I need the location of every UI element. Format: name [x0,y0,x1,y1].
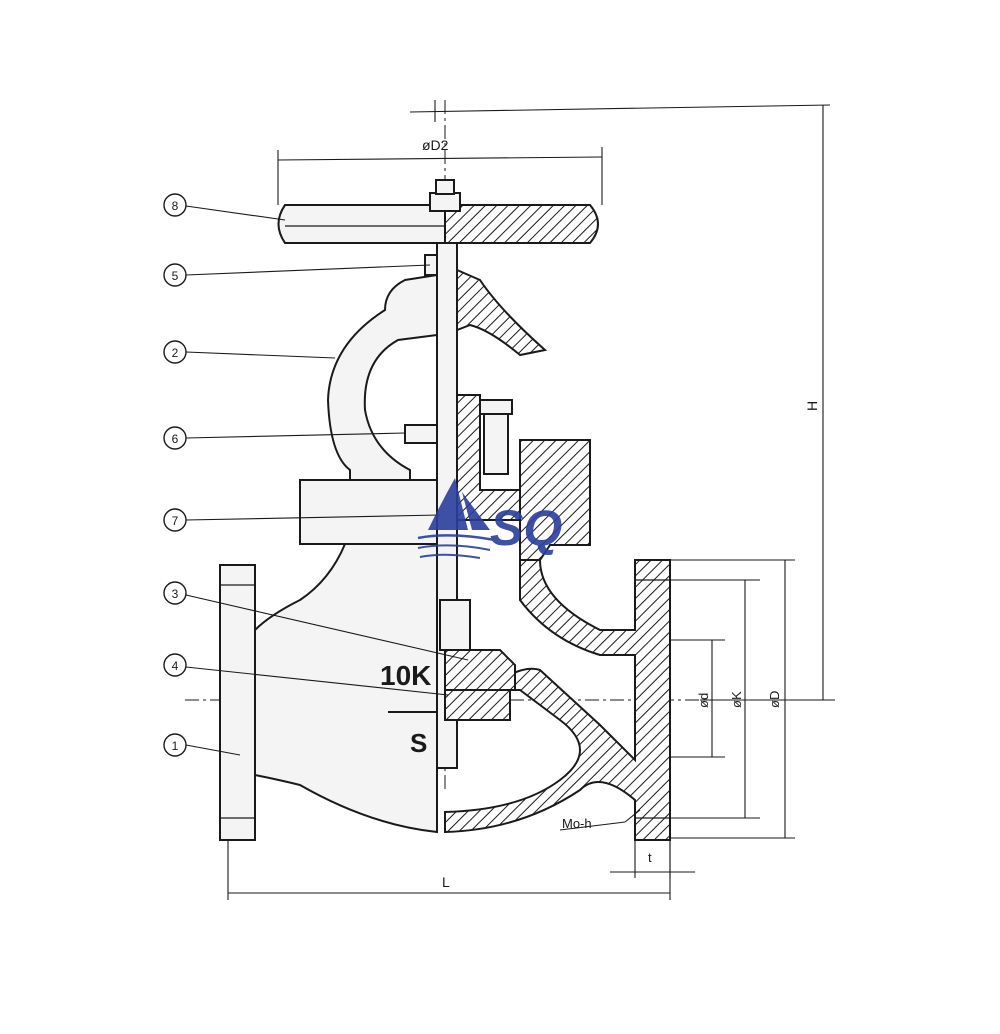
svg-text:4: 4 [172,659,179,673]
sq-watermark-logo: SQ [417,478,562,559]
dim-flange: ød øK øD [670,559,795,839]
dim-label-bolts: Mo-h [562,816,592,831]
svg-text:2: 2 [172,346,179,360]
dim-height: H [409,100,835,701]
callout-4: 4 [163,653,449,696]
sq-watermark-text: SQ [490,500,562,556]
sailboat-icon [428,478,468,530]
dim-label-k: øK [729,691,744,708]
dim-label-h: H [804,401,820,411]
svg-text:8: 8 [172,199,179,213]
dim-label-t: t [648,850,652,865]
body-marking: 10K S [380,660,431,758]
bonnet-yoke [326,268,548,483]
bonnet-flange [299,394,591,561]
svg-text:3: 3 [172,587,179,601]
disc-and-seat [388,599,516,721]
svg-text:1: 1 [172,739,179,753]
rating-mark: 10K [380,660,431,691]
callout-1: 1 [163,733,241,757]
svg-text:6: 6 [172,432,179,446]
callout-2: 2 [163,340,336,364]
material-mark: S [410,728,427,758]
valve-body [219,543,671,841]
part-callouts: 8 5 2 6 7 3 4 [163,193,469,757]
svg-text:5: 5 [172,269,179,283]
dim-label-big-d: øD [767,691,782,708]
handwheel [277,179,599,244]
dim-bolt-holes: Mo-h t [559,809,695,878]
callout-3: 3 [163,581,469,661]
svg-text:7: 7 [172,514,179,528]
callout-7: 7 [163,508,441,532]
dim-label-d2: øD2 [422,137,449,153]
dim-length: L [227,840,671,900]
callout-6: 6 [163,426,406,450]
dim-handwheel-diameter: øD2 [277,137,603,205]
dim-label-l: L [442,874,450,890]
dim-label-small-d: ød [696,693,711,708]
callout-8: 8 [163,193,286,221]
callout-5: 5 [163,263,431,287]
